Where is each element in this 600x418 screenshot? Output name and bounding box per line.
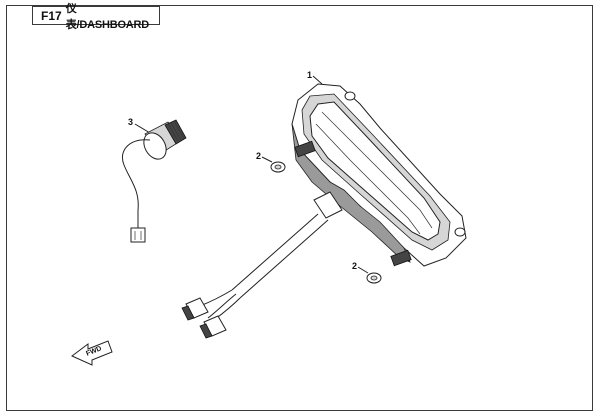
nut-upper (261, 156, 286, 173)
title-box: F17 仪表/DASHBOARD (32, 3, 160, 31)
nut-lower (357, 266, 382, 284)
leader-line-1 (312, 75, 323, 85)
callout-2-lower: 2 (352, 261, 358, 271)
page-title: 仪表/DASHBOARD (65, 2, 150, 31)
callout-2-upper: 2 (256, 151, 262, 161)
callout-3: 3 (128, 117, 134, 127)
wiring-harness (181, 213, 329, 339)
leader-line-3 (134, 123, 151, 134)
fwd-arrow (71, 340, 113, 366)
figure-code: F17 (41, 8, 62, 23)
callout-1: 1 (307, 70, 313, 80)
connector-cap-part (122, 119, 187, 243)
drawing-frame (6, 5, 593, 411)
dashboard-housing (291, 75, 467, 267)
